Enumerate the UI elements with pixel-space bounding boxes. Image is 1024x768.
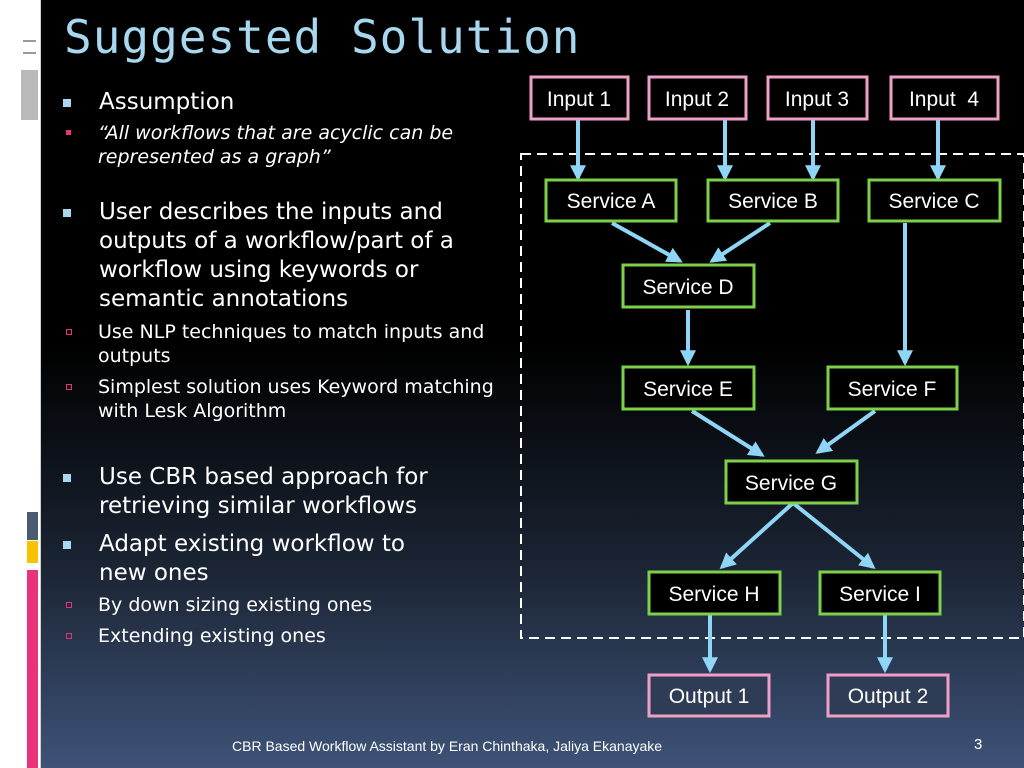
slide-title: Suggested Solution — [64, 10, 581, 64]
input-node-2: Input 2 — [647, 75, 748, 121]
service-label-c: Service C — [888, 190, 979, 213]
sub-bullet-downsizing: By down sizing existing ones — [21, 593, 490, 617]
arrow-a-d — [611, 221, 683, 263]
service-node-b: Service B — [706, 178, 840, 223]
service-node-e: Service E — [621, 365, 756, 411]
input-label-1: Input 1 — [547, 88, 611, 111]
arrow-g-i — [791, 501, 876, 569]
arrow-g-h — [719, 501, 795, 570]
service-node-a: Service A — [544, 178, 678, 223]
output-node-1: Output 1 — [647, 673, 771, 718]
service-label-g: Service G — [745, 472, 837, 495]
page-number: 3 — [974, 736, 983, 753]
sub-bullet-lesk: Simplest solution uses Keyword matching … — [21, 375, 498, 423]
input-label-2: Input 2 — [665, 88, 729, 111]
sub-bullet-extending: Extending existing ones — [21, 624, 490, 648]
service-label-d: Service D — [642, 276, 733, 299]
workflow-boundary — [520, 153, 1024, 639]
deco-stripes — [23, 40, 36, 54]
arrow-b-d — [709, 221, 772, 263]
deco-block-pink — [27, 570, 38, 768]
bullet-cbr: Use CBR based approach for retrieving si… — [60, 463, 490, 521]
service-node-i: Service I — [818, 570, 942, 616]
input-label-3: Input 3 — [785, 88, 849, 111]
left-sidebar-bar — [0, 0, 41, 768]
deco-block-dark — [27, 512, 38, 540]
arrow-f-g — [815, 409, 877, 454]
bullet-adapt: Adapt existing workflow to new ones — [60, 530, 459, 588]
deco-block-yellow — [27, 541, 38, 563]
bullet-list: Assumption “All workflows that are acycl… — [60, 88, 494, 648]
service-label-e: Service E — [643, 378, 733, 401]
deco-block-grey — [21, 70, 38, 120]
output-label-2: Output 2 — [848, 685, 929, 708]
service-node-f: Service F — [826, 365, 959, 411]
input-label-4: Input 4 — [909, 88, 979, 111]
input-node-4: Input 4 — [889, 75, 1000, 121]
sub-bullet-nlp: Use NLP techniques to match inputs and o… — [21, 320, 488, 368]
service-node-h: Service H — [647, 570, 782, 616]
service-label-b: Service B — [728, 190, 818, 213]
service-node-d: Service D — [621, 263, 756, 309]
service-label-h: Service H — [668, 583, 759, 606]
service-node-g: Service G — [724, 459, 859, 505]
bullet-user-describes: User describes the inputs and outputs of… — [60, 198, 490, 314]
output-label-1: Output 1 — [669, 685, 750, 708]
output-node-2: Output 2 — [826, 673, 950, 718]
service-node-c: Service C — [867, 178, 1002, 223]
service-label-f: Service F — [848, 378, 937, 401]
service-label-a: Service A — [567, 190, 656, 213]
slide-footer: CBR Based Workflow Assistant by Eran Chi… — [232, 738, 663, 754]
input-node-3: Input 3 — [766, 75, 869, 121]
bullet-assumption: Assumption — [60, 88, 490, 117]
service-label-i: Service I — [839, 583, 921, 606]
arrow-e-g — [690, 409, 765, 457]
sub-bullet-acyclic-quote: “All workflows that are acyclic can be r… — [21, 121, 488, 169]
input-node-1: Input 1 — [529, 75, 630, 121]
